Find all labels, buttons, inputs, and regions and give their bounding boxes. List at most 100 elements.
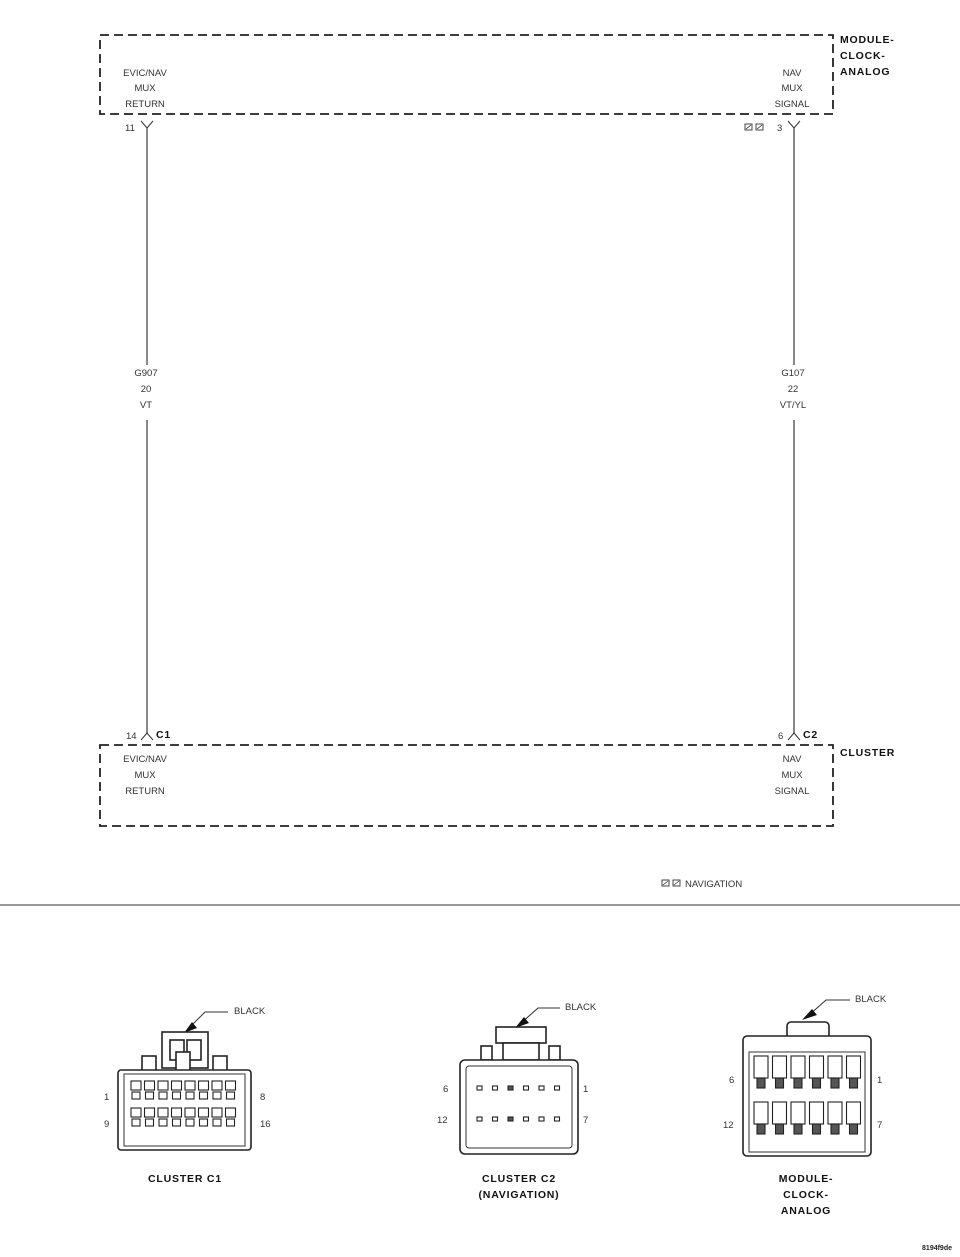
connector-title-line: CLOCK-	[783, 1189, 829, 1201]
pin-number: 8	[260, 1092, 265, 1103]
cavity	[130, 1107, 142, 1118]
cavity-grid	[753, 1055, 862, 1135]
cavity	[827, 1055, 843, 1079]
cavity	[197, 1080, 210, 1091]
cavity	[811, 1123, 822, 1135]
wire-circuit: G907	[134, 368, 157, 379]
cavity	[131, 1091, 141, 1100]
cavity	[157, 1107, 169, 1118]
pin-name-line: MUX	[134, 83, 156, 94]
pin-number: 1	[583, 1084, 588, 1095]
cavity	[476, 1116, 483, 1122]
connector-color: BLACK	[565, 1002, 597, 1013]
cluster-box	[99, 744, 834, 827]
module-clock-analog-name: MODULE- CLOCK- ANALOG	[840, 34, 895, 78]
figure-id: 8194f9de	[922, 1245, 952, 1252]
cavity	[808, 1055, 825, 1079]
cavity	[211, 1107, 223, 1118]
navigation-option-icon	[744, 123, 764, 131]
connector-id: C1	[156, 729, 171, 741]
cavity	[224, 1107, 237, 1118]
cavity	[211, 1080, 223, 1091]
cavity	[198, 1118, 209, 1127]
pin-number: 9	[104, 1119, 109, 1130]
pin-name-line: SIGNAL	[775, 786, 810, 797]
female-terminal-icon	[140, 120, 154, 129]
cavity	[771, 1055, 788, 1079]
cavity	[848, 1123, 859, 1135]
connector-cluster-c2: BLACK 6 1 12 7 CLUSTER C2 (NAVIGATION)	[437, 1002, 597, 1201]
cavity	[144, 1118, 155, 1127]
cavity	[507, 1085, 514, 1091]
pin-name-line: RETURN	[125, 786, 165, 797]
connector-id: C2	[803, 729, 818, 741]
wire-color: VT	[140, 400, 152, 411]
cavity	[491, 1116, 499, 1122]
cavity	[131, 1118, 141, 1127]
pin-number: 14	[126, 731, 137, 742]
cavity	[753, 1101, 769, 1125]
pin-number: 3	[777, 123, 782, 134]
pin-number: 6	[729, 1075, 734, 1086]
pin-name-line: EVIC/NAV	[123, 754, 167, 765]
cavity	[197, 1107, 210, 1118]
cavity	[170, 1080, 183, 1091]
pin-number: 16	[260, 1119, 271, 1130]
connector-subtitle: (NAVIGATION)	[479, 1189, 560, 1201]
pin-number: 11	[125, 123, 135, 134]
bottom-left-pin-name: EVIC/NAV MUX RETURN	[123, 754, 167, 797]
connector-module-clock-analog: BLACK 6 1 12 7 MODULE- CLOCK- ANALOG	[723, 994, 887, 1217]
cavity-grid	[476, 1085, 561, 1122]
pin-name-line: MUX	[134, 770, 156, 781]
pin-number: 1	[104, 1092, 109, 1103]
cavity	[224, 1080, 237, 1091]
module-name-line-1: MODULE-	[840, 34, 895, 46]
cavity	[212, 1091, 222, 1100]
legend-text: NAVIGATION	[685, 879, 742, 890]
cavity	[171, 1091, 182, 1100]
wire-color: VT/YL	[780, 400, 806, 411]
cavity	[144, 1091, 155, 1100]
pin-number: 12	[723, 1120, 734, 1131]
connector-color: BLACK	[234, 1006, 266, 1017]
cavity	[553, 1116, 561, 1122]
cavity	[771, 1101, 788, 1125]
pin-name-line: NAV	[783, 754, 802, 765]
connector-color: BLACK	[855, 994, 887, 1005]
cavity	[774, 1077, 785, 1089]
cavity	[184, 1080, 196, 1091]
cavity	[790, 1055, 806, 1079]
wire-gauge: 22	[788, 384, 799, 395]
male-terminal-icon	[140, 732, 154, 741]
pin-number: 6	[778, 731, 783, 742]
legend: NAVIGATION	[661, 879, 742, 890]
pin-number: 6	[443, 1084, 448, 1095]
cavity	[522, 1085, 530, 1091]
cavity	[185, 1118, 195, 1127]
cavity	[158, 1091, 168, 1100]
female-terminal-icon	[787, 120, 801, 129]
cavity	[845, 1055, 862, 1079]
cavity	[830, 1077, 840, 1089]
cavity-grid	[130, 1080, 237, 1127]
wire-gauge: 20	[141, 384, 152, 395]
cavity	[753, 1055, 769, 1079]
cavity	[538, 1116, 545, 1122]
cavity	[143, 1080, 156, 1091]
cavity	[212, 1118, 222, 1127]
cavity	[158, 1118, 168, 1127]
cavity	[756, 1123, 766, 1135]
cavity	[845, 1101, 862, 1125]
wire-label-right: G107 22 VT/YL	[780, 368, 806, 411]
pin-name-line: MUX	[781, 770, 803, 781]
cavity	[198, 1091, 209, 1100]
cavity	[476, 1085, 483, 1091]
cavity	[522, 1116, 530, 1122]
module-name-line-2: CLOCK-	[840, 50, 886, 62]
male-terminal-icon	[787, 732, 801, 741]
cavity	[756, 1077, 766, 1089]
cavity	[808, 1101, 825, 1125]
cavity	[811, 1077, 822, 1089]
cavity	[774, 1123, 785, 1135]
connector-title-line: ANALOG	[781, 1205, 831, 1217]
